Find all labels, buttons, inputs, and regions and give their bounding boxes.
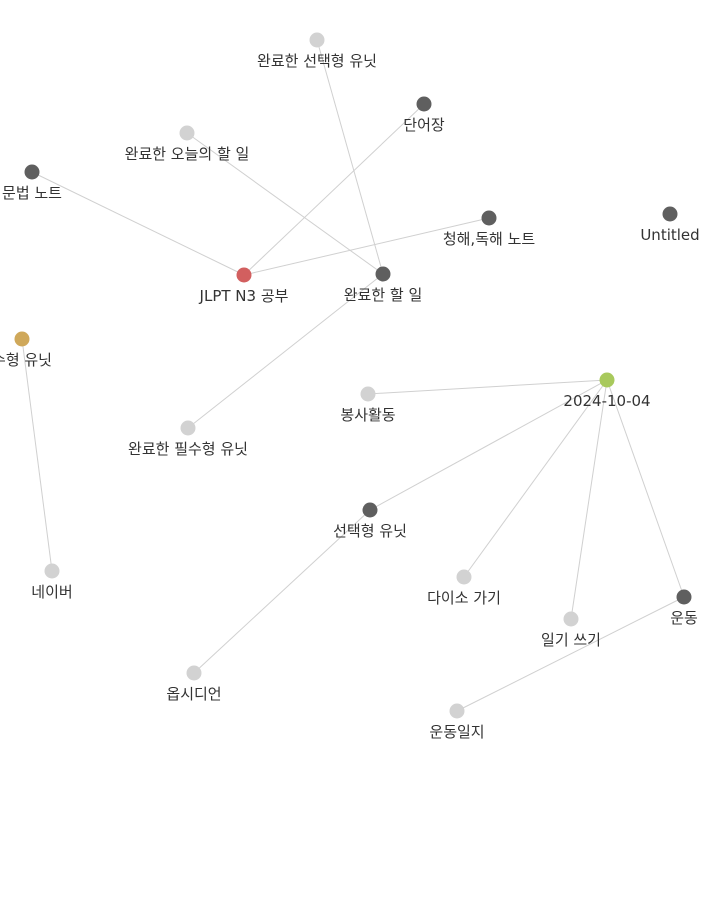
node-dot[interactable]	[236, 267, 252, 283]
node-label: 네이버	[31, 583, 72, 601]
graph-node-completed-todo[interactable]: 완료한 할 일	[344, 266, 423, 305]
node-label: 옵시디언	[166, 685, 221, 703]
node-label: 선택형 유닛	[333, 522, 407, 540]
node-dot[interactable]	[449, 703, 465, 719]
node-label: 수형 유닛	[0, 351, 52, 369]
graph-node-vocab[interactable]: 단어장	[403, 96, 445, 135]
graph-edge-jlpt-vocab	[243, 103, 425, 276]
graph-edge-date-elective	[369, 379, 608, 511]
node-dot[interactable]	[24, 164, 40, 180]
node-dot[interactable]	[44, 563, 60, 579]
node-label: 다이소 가기	[427, 589, 501, 607]
node-dot[interactable]	[676, 589, 692, 605]
graph-edge-required-unit-naver	[21, 338, 53, 572]
graph-node-grammar[interactable]: 문법 노트	[2, 164, 62, 203]
graph-edge-date-daiso	[463, 379, 608, 578]
node-label: 완료한 오늘의 할 일	[125, 145, 250, 163]
node-label: 단어장	[403, 116, 445, 134]
node-dot[interactable]	[456, 569, 472, 585]
graph-node-listening-reading[interactable]: 청해,독해 노트	[443, 210, 536, 249]
graph-edge-completed-todo-completed-today	[186, 132, 384, 275]
graph-node-elective[interactable]: 선택형 유닛	[333, 502, 407, 541]
node-label: 완료한 할 일	[344, 286, 423, 304]
node-label: 문법 노트	[2, 184, 62, 202]
node-label: 청해,독해 노트	[443, 230, 536, 248]
graph-edge-date-exercise	[606, 379, 685, 598]
node-dot[interactable]	[563, 611, 579, 627]
node-label: 2024-10-04	[563, 392, 650, 410]
node-dot[interactable]	[309, 32, 325, 48]
graph-edge-exercise-exercise-log	[456, 596, 685, 712]
node-dot[interactable]	[362, 502, 378, 518]
graph-node-required-unit[interactable]: 수형 유닛	[0, 331, 52, 370]
graph-edge-completed-todo-completed-required	[187, 273, 384, 429]
graph-node-naver[interactable]: 네이버	[31, 563, 73, 602]
node-dot[interactable]	[179, 125, 195, 141]
node-dot[interactable]	[416, 96, 432, 112]
graph-edge-jlpt-listening-reading	[243, 217, 490, 276]
node-label: Untitled	[640, 226, 699, 244]
node-label: 운동일지	[429, 723, 484, 741]
node-label: 완료한 선택형 유닛	[257, 52, 377, 70]
node-dot[interactable]	[375, 266, 391, 282]
graph-node-volunteer[interactable]: 봉사활동	[340, 386, 396, 425]
node-label: 일기 쓰기	[541, 631, 601, 649]
graph-node-exercise[interactable]: 운동	[670, 589, 698, 628]
graph-node-completed-elective[interactable]: 완료한 선택형 유닛	[257, 32, 377, 71]
graph-node-date[interactable]: 2024-10-04	[563, 372, 651, 411]
graph-node-completed-required[interactable]: 완료한 필수형 유닛	[128, 420, 248, 459]
graph-edge-elective-obsidian	[193, 509, 371, 674]
graph-edge-completed-todo-completed-elective	[316, 39, 384, 275]
node-dot[interactable]	[360, 386, 376, 402]
graph-node-daiso[interactable]: 다이소 가기	[427, 569, 501, 608]
graph-edge-jlpt-grammar	[31, 171, 245, 276]
node-dot[interactable]	[180, 420, 196, 436]
graph-node-exercise-log[interactable]: 운동일지	[429, 703, 485, 742]
node-label: 봉사활동	[340, 406, 395, 424]
graph-node-completed-today[interactable]: 완료한 오늘의 할 일	[125, 125, 250, 164]
node-dot[interactable]	[186, 665, 202, 681]
graph-edge-date-volunteer	[367, 379, 608, 395]
node-dot[interactable]	[662, 206, 678, 222]
node-dot[interactable]	[599, 372, 615, 388]
graph-node-diary[interactable]: 일기 쓰기	[541, 611, 601, 650]
node-label: JLPT N3 공부	[199, 287, 289, 305]
node-label: 완료한 필수형 유닛	[128, 440, 248, 458]
node-dot[interactable]	[14, 331, 30, 347]
graph-node-obsidian[interactable]: 옵시디언	[166, 665, 222, 704]
graph-node-jlpt[interactable]: JLPT N3 공부	[199, 267, 289, 306]
graph-node-untitled[interactable]: Untitled	[640, 206, 700, 245]
graph-edge-date-diary	[570, 379, 608, 620]
edge-layer	[21, 39, 685, 712]
node-dot[interactable]	[481, 210, 497, 226]
node-label: 운동	[670, 609, 698, 627]
